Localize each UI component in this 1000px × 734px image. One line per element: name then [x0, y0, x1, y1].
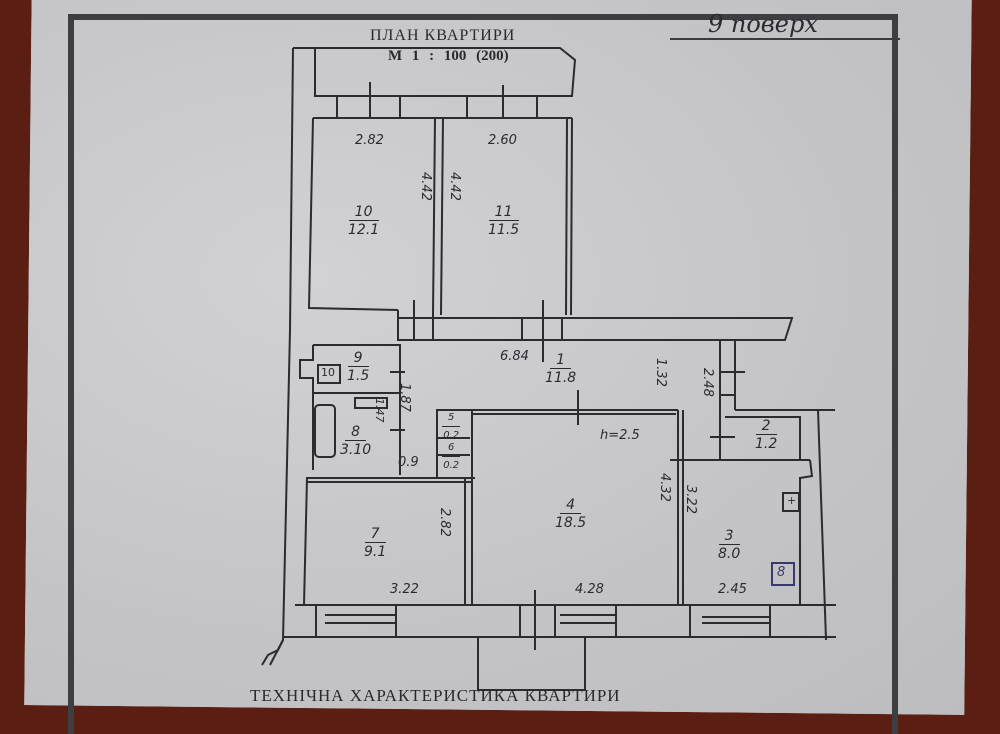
dim-room3-length: 3.22 — [683, 485, 698, 514]
floor-note: 9 поверх — [708, 10, 818, 38]
dim-room3-width: 2.45 — [718, 582, 747, 597]
floor-note-underline — [670, 38, 900, 40]
dim-room10-length: 4.42 — [418, 172, 433, 201]
dim-room10-width: 2.82 — [355, 133, 384, 148]
dim-corridor-width: 1.32 — [653, 358, 668, 387]
ceiling-height: h=2.5 — [600, 428, 640, 443]
dim-bath-width: 1.47 — [373, 398, 386, 423]
dim-room4-width: 4.28 — [575, 582, 604, 597]
plan-title: ПЛАН КВАРТИРИ — [370, 27, 516, 44]
dim-niche-width: 0.9 — [398, 455, 419, 470]
floor-plan-drawing — [261, 47, 836, 691]
dim-room11-length: 4.42 — [447, 172, 462, 201]
technical-characteristics-heading: ТЕХНІЧНА ХАРАКТЕРИСТИКА КВАРТИРИ — [250, 686, 621, 705]
sink-icon: + — [787, 494, 797, 507]
stove-icon: 8 — [777, 565, 786, 580]
dim-room7-length: 2.82 — [437, 508, 452, 537]
dim-bath-length: 1.87 — [397, 383, 412, 412]
toilet-icon: 10 — [321, 366, 335, 379]
dim-hall-side: 2.48 — [700, 368, 715, 397]
dim-corridor-length: 6.84 — [500, 349, 529, 364]
dim-room11-width: 2.60 — [488, 133, 517, 148]
dim-room4-length: 4.32 — [657, 473, 672, 502]
dim-room7-width: 3.22 — [390, 582, 419, 597]
plan-scale: М 1 : 100 (200) — [388, 48, 509, 64]
page-frame — [68, 14, 898, 734]
